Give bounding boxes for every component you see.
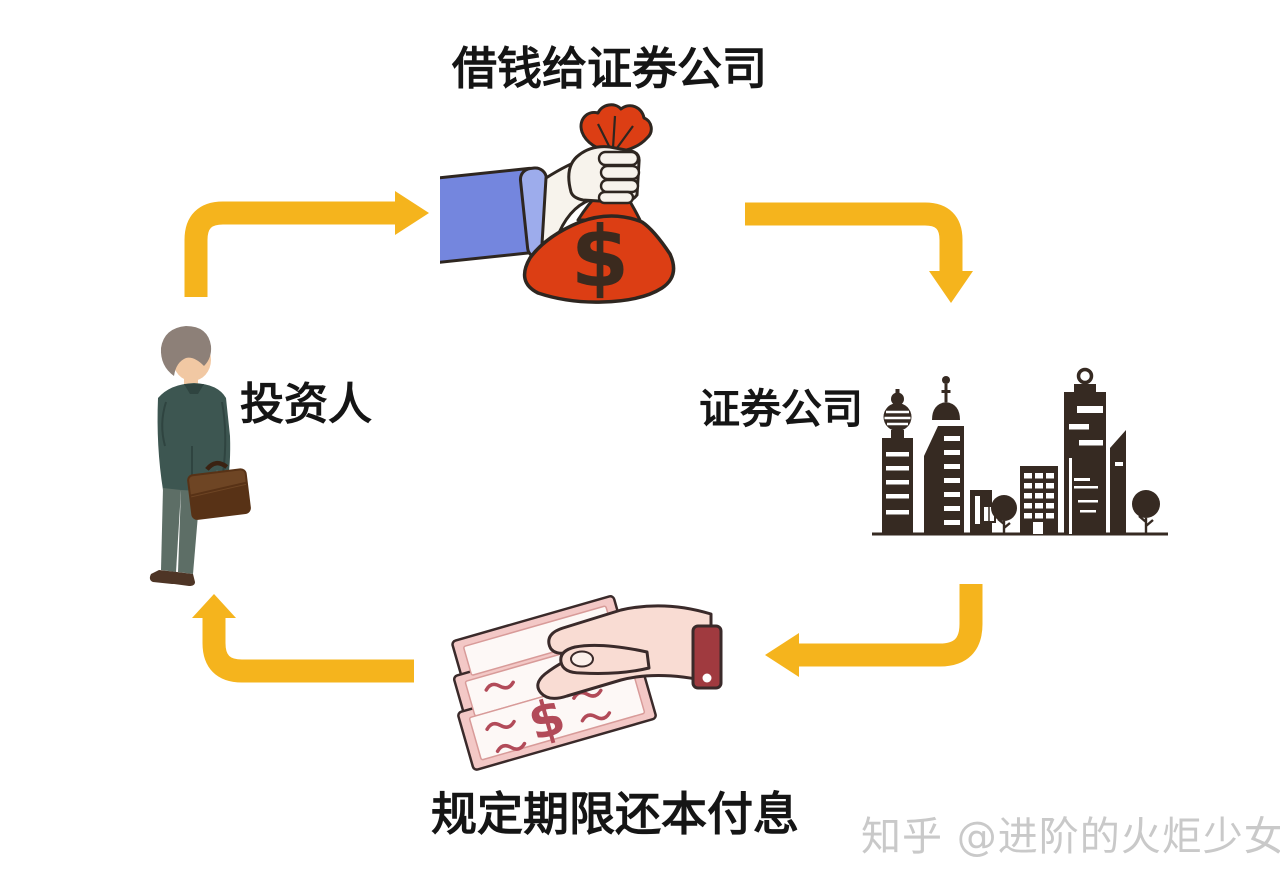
bag-knot [579,103,653,154]
arrow-investor-to-lend [184,201,397,297]
briefcase-bottom [190,484,250,519]
finger [597,150,640,167]
hair [160,326,212,376]
briefcase-handle [205,460,229,471]
label-securities-company: 证券公司 [699,385,863,433]
label-repayment: 规定期限还本付息 [431,787,799,841]
pearl-tower [882,389,913,534]
thumb-nail [570,650,594,668]
watermark-credit: 知乎 @进阶的火炬少女 [861,814,1280,860]
arrowhead-down-icon [929,271,973,303]
annex-building [1110,430,1126,534]
city-skyline-icon [872,367,1168,536]
knot-folds [597,115,634,149]
businessman-back-icon [149,326,251,586]
bag-body [522,214,676,304]
arrow-lend-to-company [745,202,963,272]
briefcase-icon [187,460,251,520]
red-cuff [691,624,723,690]
money-bag-in-hand-icon: $ [440,103,676,304]
finger [599,164,641,181]
cash-in-hand-icon: $ [451,595,723,771]
spire-tower [924,376,964,534]
arrow-company-to-repay [797,584,983,667]
finger [597,190,635,205]
collar [184,384,204,394]
tree-icon [1132,490,1160,534]
finger [599,178,640,194]
arrow-repay-to-investor [202,616,414,683]
arrowhead-right-icon [395,191,429,235]
label-lend-money-title: 借钱给证券公司 [452,42,768,95]
trouser-leg [161,488,181,572]
label-investor: 投资人 [240,379,372,430]
tree-icon [991,495,1017,534]
cuff-button [702,673,712,683]
office-building [1020,466,1058,534]
arrowhead-left-icon [765,633,799,677]
shoe [170,572,195,586]
small-building [970,490,996,534]
tall-tower [1064,367,1106,534]
dollar-sign: $ [571,208,629,304]
briefcase-flap-line [189,481,248,497]
